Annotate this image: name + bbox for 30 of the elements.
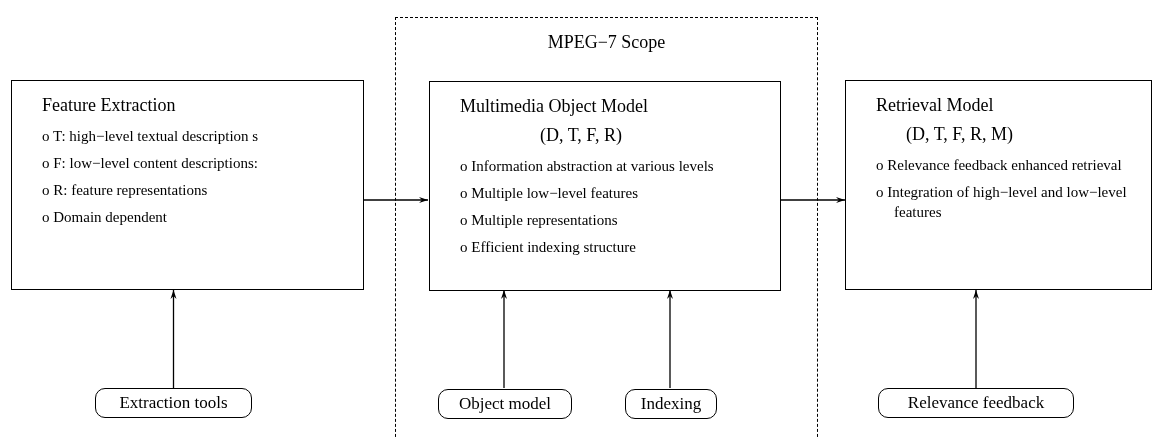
input-pill: Object model	[438, 389, 572, 419]
arrow	[170, 289, 177, 389]
bullet-item: o Efficient indexing structure	[460, 238, 637, 257]
box-heading: Feature Extraction	[42, 95, 177, 116]
bullet-item: o R: feature representations	[42, 181, 209, 200]
bullet-item: o F: low−level content descriptions:	[42, 154, 259, 173]
tuple-label: (D, T, F, R, M)	[905, 124, 1014, 145]
bullet-item: o Domain dependent	[42, 208, 168, 227]
bullet-item: o Information abstraction at various levels	[460, 157, 715, 176]
input-pill: Extraction tools	[95, 388, 252, 418]
tuple-label: (D, T, F, R)	[539, 125, 623, 146]
arrow	[667, 289, 673, 389]
process-box	[11, 80, 364, 290]
process-box	[845, 80, 1152, 290]
arrow	[363, 197, 429, 203]
scope-region	[395, 17, 818, 439]
bullet-item: o Integration of high−level and low−level features	[876, 183, 1128, 222]
arrow	[779, 197, 846, 203]
arrow	[973, 289, 979, 389]
bullet-item: o Multiple low−level features	[460, 184, 639, 203]
box-heading: Multimedia Object Model	[460, 96, 649, 117]
input-pill: Relevance feedback	[878, 388, 1074, 418]
bullet-item: o T: high−level textual description s	[42, 127, 260, 146]
arrow	[501, 289, 507, 389]
input-pill: Indexing	[625, 389, 717, 419]
scope-title: MPEG−7 Scope	[546, 32, 667, 53]
process-box	[429, 81, 781, 291]
bullet-item: o Multiple representations	[460, 211, 619, 230]
box-heading: Retrieval Model	[876, 95, 995, 116]
bullet-item: o Relevance feedback enhanced retrieval	[876, 156, 1123, 175]
